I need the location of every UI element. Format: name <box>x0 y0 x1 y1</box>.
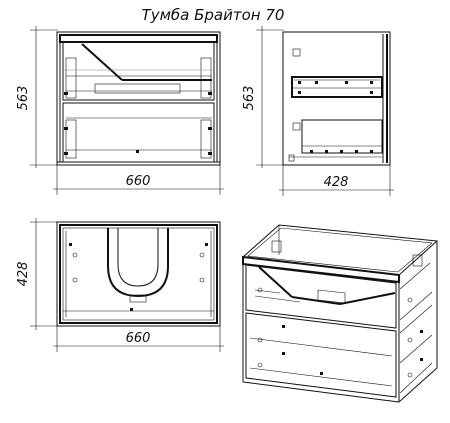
side-height-label: 563 <box>242 86 257 111</box>
side-height-dimension <box>256 26 284 168</box>
side-view <box>282 31 391 166</box>
top-width-dimension <box>53 326 224 352</box>
front-height-dimension <box>30 26 58 168</box>
drawing-title: Тумба Брайтон 70 <box>142 6 285 24</box>
front-view <box>56 31 221 166</box>
top-depth-label: 428 <box>16 262 31 287</box>
front-height-label: 563 <box>16 86 31 111</box>
front-width-label: 660 <box>126 174 151 189</box>
isometric-view <box>241 224 439 403</box>
top-view <box>56 221 221 327</box>
top-depth-dimension <box>30 218 58 330</box>
front-width-dimension <box>53 165 224 195</box>
top-width-label: 660 <box>126 331 151 346</box>
side-depth-label: 428 <box>324 175 349 190</box>
side-depth-dimension <box>279 165 394 196</box>
